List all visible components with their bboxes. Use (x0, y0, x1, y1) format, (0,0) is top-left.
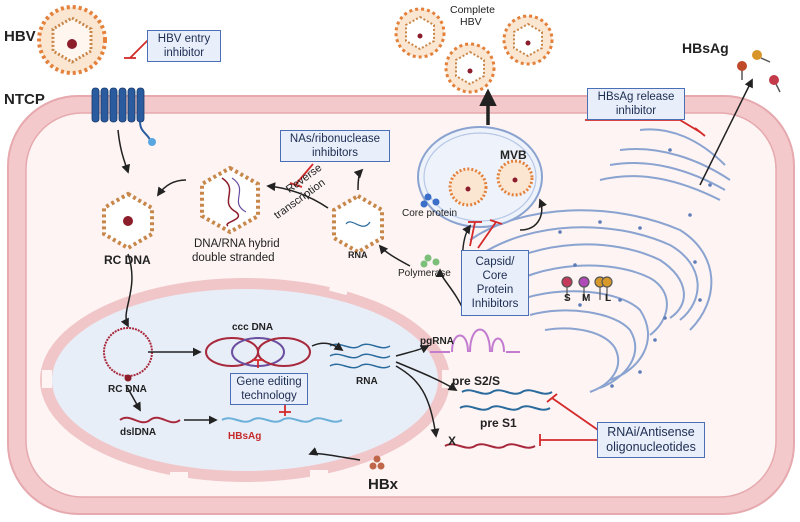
label-hbsag-nucleus: HBsAg (228, 431, 262, 442)
label-rna-capsid: RNA (348, 250, 368, 260)
label-ccc-dna: ccc DNA (232, 322, 274, 333)
label-hybrid-line1: DNA/RNA hybrid (194, 238, 280, 250)
er-ribosomes (558, 148, 712, 388)
ntcp-receptor (91, 87, 156, 146)
label-ntcp: NTCP (4, 91, 45, 108)
box-hbv-entry-inhibitor-line1: HBV entry (157, 33, 211, 45)
box-hbv-entry-inhibitor: HBV entry inhibitor (147, 30, 221, 62)
box-gene-editing-technology: Gene editing technology (230, 373, 308, 405)
hbx-dots (369, 455, 385, 470)
polymerase-dots (420, 254, 440, 268)
pgrna-structure (430, 328, 520, 353)
label-polymerase: Polymerase (398, 268, 451, 279)
label-core-protein: Core protein (402, 208, 458, 219)
label-hbv: HBV (4, 28, 36, 45)
label-hbsag-top: HBsAg (682, 40, 729, 56)
label-rna-nucleus: RNA (356, 376, 378, 387)
dsl-dna-helix (119, 416, 181, 424)
box-nas-line1: NAs/ribonuclease (289, 133, 381, 145)
hbsag-particles (737, 50, 781, 93)
box-capsid-line3: Protein (476, 284, 514, 296)
label-m: M (582, 293, 591, 304)
box-rnai-line1: RNAi/Antisense (607, 425, 695, 439)
label-pre-s2s: pre S2/S (452, 374, 501, 388)
mvb (417, 126, 543, 228)
box-capsid-line4: Inhibitors (471, 298, 519, 310)
label-pgrna: pgRNA (420, 336, 454, 347)
box-release-line1: HBsAg release (597, 91, 675, 103)
label-complete-hbv-line2: HBV (460, 16, 482, 28)
label-rc-dna: RC DNA (104, 253, 151, 267)
label-mvb: MVB (500, 148, 527, 162)
box-capsid-line1: Capsid/ (475, 256, 515, 268)
label-hbx: HBx (368, 476, 399, 493)
complete-hbv-virions (394, 7, 554, 94)
box-gene-editing-line2: technology (241, 390, 297, 402)
inhibitor-lines (124, 39, 706, 446)
sml-envelope-proteins (561, 276, 613, 300)
x-rna (444, 443, 536, 449)
endoplasmic-reticulum (469, 128, 731, 393)
label-l: L (605, 293, 612, 304)
box-nas-ribonuclease-inhibitors: NAs/ribonuclease inhibitors (280, 130, 390, 162)
rc-dna-capsid (102, 191, 154, 251)
label-rc-dna-nucleus: RC DNA (108, 384, 147, 395)
box-capsid-inhibitors: Capsid/ Core Protein Inhibitors (461, 250, 529, 316)
box-release-line2: inhibitor (615, 105, 657, 117)
label-x: X (448, 434, 457, 448)
hybrid-capsid (200, 165, 260, 235)
core-protein-dots (420, 193, 440, 208)
box-hbsag-release-inhibitor: HBsAg release inhibitor (587, 88, 685, 120)
nuclear-pores (42, 280, 452, 482)
ccc-dna (205, 337, 311, 367)
label-dsl-dna: dslDNA (120, 427, 157, 438)
box-nas-line2: inhibitors (311, 147, 359, 159)
box-gene-editing-line1: Gene editing (236, 376, 302, 388)
box-hbv-entry-inhibitor-line2: inhibitor (163, 47, 205, 59)
box-rnai-antisense: RNAi/Antisense oligonucleotides (597, 422, 705, 458)
rna-to-capsid-arrow (378, 244, 411, 267)
label-pre-s1: pre S1 (480, 416, 517, 430)
label-complete-hbv-line1: Complete (450, 4, 495, 16)
flow-arrows (117, 78, 753, 461)
label-s: S (564, 293, 571, 304)
label-hybrid-line2: double stranded (192, 252, 275, 264)
box-capsid-line2: Core (482, 270, 508, 282)
integrated-dna (221, 417, 343, 423)
rna-capsid (332, 193, 384, 255)
box-rnai-line2: oligonucleotides (606, 440, 696, 454)
pre-s1-rna (459, 405, 551, 411)
hbv-virion-incoming (37, 5, 107, 75)
pre-s2s-rna (461, 389, 553, 395)
